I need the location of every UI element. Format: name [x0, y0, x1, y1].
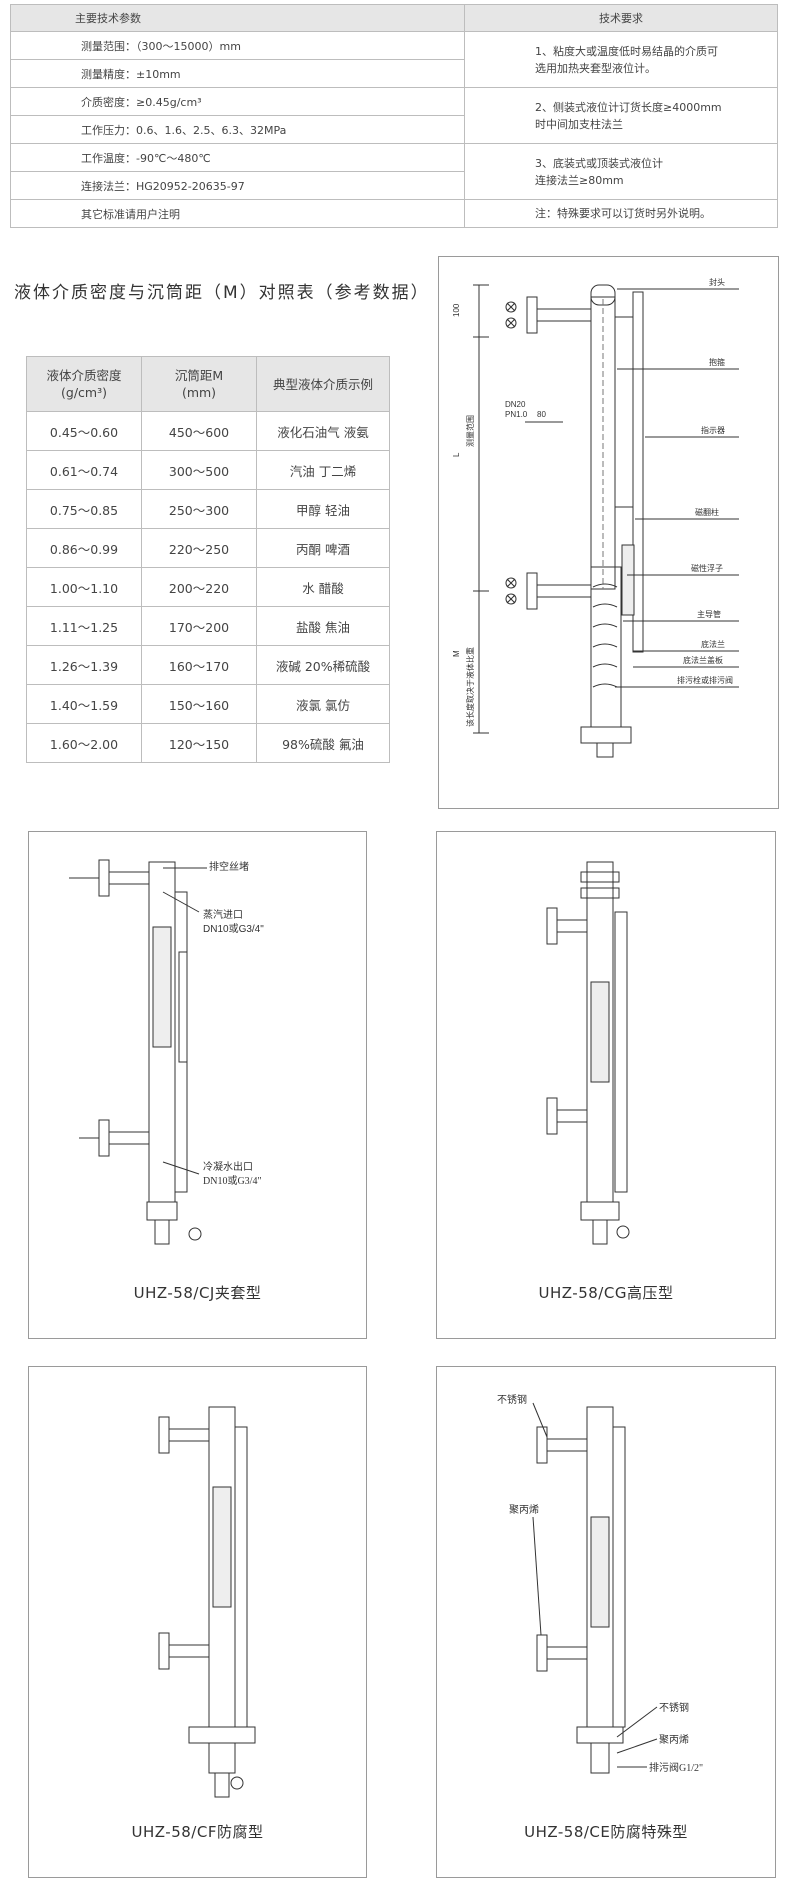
diagram-panel-cg: UHZ-58/CG高压型: [436, 831, 776, 1339]
label-main-tube: 主导管: [697, 609, 721, 619]
label-condensate-outlet: 冷凝水出口: [203, 1160, 253, 1173]
distance-cell: 200～220: [141, 567, 257, 607]
distance-cell: 450～600: [141, 411, 257, 451]
density-cell: 0.75～0.85: [26, 489, 142, 529]
example-cell: 液化石油气 液氨: [256, 411, 390, 451]
distance-cell: 160～170: [141, 645, 257, 685]
label-stainless-bottom: 不锈钢: [659, 1701, 689, 1714]
distance-header: 沉筒距M(mm): [141, 356, 257, 412]
spec-row: 连接法兰：HG20952-20635-97: [10, 171, 465, 200]
diagram-cg: [546, 861, 630, 1245]
label-clamp: 抱箍: [709, 357, 725, 367]
density-cell: 0.61～0.74: [26, 450, 142, 490]
diagram-caption: UHZ-58/CF防腐型: [131, 1823, 264, 1841]
example-cell: 汽油 丁二烯: [256, 450, 390, 490]
distance-cell: 250～300: [141, 489, 257, 529]
density-cell: 1.11～1.25: [26, 606, 142, 646]
diagram-cf: [158, 1406, 256, 1798]
spec-note: 注：特殊要求可以订货时另外说明。: [464, 199, 778, 228]
spec-header-right: 技术要求: [464, 4, 778, 32]
distance-cell: 120～150: [141, 723, 257, 763]
distance-cell: 220～250: [141, 528, 257, 568]
label-stainless-top: 不锈钢: [497, 1393, 527, 1406]
main-diagram-panel: 封头 抱箍 指示器 磁翻柱 磁性浮子 主导管 底法兰 底法兰盖板 排污栓或排污阀…: [438, 256, 779, 809]
label-pn: PN1.0: [505, 410, 528, 419]
density-cell: 1.26～1.39: [26, 645, 142, 685]
label-dn: DN20: [505, 400, 526, 409]
example-cell: 水 醋酸: [256, 567, 390, 607]
label-dim-80: 80: [537, 410, 546, 419]
spec-row: 测量范围：（300～15000）mm: [10, 31, 465, 60]
density-cell: 1.60～2.00: [26, 723, 142, 763]
example-cell: 98%硫酸 氟油: [256, 723, 390, 763]
diagram-panel-cf: UHZ-58/CF防腐型: [28, 1366, 367, 1878]
spec-note: 1、粘度大或温度低时易结晶的介质可选用加热夹套型液位计。: [464, 31, 778, 88]
density-cell: 1.40～1.59: [26, 684, 142, 724]
example-cell: 盐酸 焦油: [256, 606, 390, 646]
section-title: 液体介质密度与沉筒距（M）对照表（参考数据）: [14, 283, 430, 303]
diagram-caption: UHZ-58/CE防腐特殊型: [524, 1823, 688, 1841]
distance-cell: 300～500: [141, 450, 257, 490]
spec-row: 介质密度：≥0.45g/cm³: [10, 87, 465, 116]
label-magnetic-column: 磁翻柱: [695, 507, 719, 517]
diagram-caption: UHZ-58/CG高压型: [538, 1284, 674, 1302]
spec-table: 主要技术参数 技术要求 测量范围：（300～15000）mm 1、粘度大或温度低…: [10, 4, 778, 228]
label-head: 封头: [709, 277, 725, 287]
density-cell: 0.45～0.60: [26, 411, 142, 451]
example-cell: 液碱 20%稀硫酸: [256, 645, 390, 685]
example-header: 典型液体介质示例: [256, 356, 390, 412]
label-indicator: 指示器: [701, 425, 725, 435]
label-polypropylene-bottom: 聚丙烯: [659, 1733, 689, 1746]
label-bottom-flange: 底法兰: [701, 639, 725, 649]
label-dim-100: 100: [452, 303, 461, 317]
spec-row: 工作温度：-90℃～480℃: [10, 143, 465, 172]
diagram-panel-cj: 排空丝堵 蒸汽进口 DN10或G3/4" 冷凝水出口 DN10或G3/4" UH…: [28, 831, 367, 1339]
label-dim-l: L: [452, 452, 461, 457]
density-header: 液体介质密度(g/cm³): [26, 356, 142, 412]
label-bottom-cover: 底法兰盖板: [683, 655, 723, 665]
main-diagram: 封头 抱箍 指示器 磁翻柱 磁性浮子 主导管 底法兰 底法兰盖板 排污栓或排污阀…: [452, 277, 739, 758]
diagram-caption: UHZ-58/CJ夹套型: [133, 1284, 262, 1302]
label-steam-inlet: 蒸汽进口: [203, 908, 243, 921]
example-cell: 甲醇 轻油: [256, 489, 390, 529]
label-condensate-size: DN10或G3/4": [203, 1175, 262, 1187]
spec-row: 其它标准请用户注明: [10, 199, 465, 228]
density-cell: 0.86～0.99: [26, 528, 142, 568]
label-drain-valve: 排污阀G1/2": [649, 1761, 703, 1774]
label-drain: 排污栓或排污阀: [677, 675, 733, 685]
diagram-cj: 排空丝堵 蒸汽进口 DN10或G3/4" 冷凝水出口 DN10或G3/4": [69, 859, 264, 1245]
label-vent-plug: 排空丝堵: [209, 860, 249, 873]
diagram-ce: 不锈钢 聚丙烯 不锈钢 聚丙烯 排污阀G1/2": [497, 1393, 703, 1774]
label-float-note: 该长度取决于液体比重: [465, 647, 475, 727]
spec-row: 工作压力：0.6、1.6、2.5、6.3、32MPa: [10, 115, 465, 144]
distance-cell: 150～160: [141, 684, 257, 724]
label-polypropylene-mid: 聚丙烯: [509, 1503, 539, 1516]
label-steam-size: DN10或G3/4": [203, 923, 264, 935]
label-dim-range: 测量范围: [465, 415, 475, 447]
spec-header-left: 主要技术参数: [10, 4, 465, 32]
density-table: 液体介质密度(g/cm³) 沉筒距M(mm) 典型液体介质示例 0.45～0.6…: [26, 356, 390, 763]
label-magnetic-float: 磁性浮子: [691, 563, 723, 573]
example-cell: 液氯 氯仿: [256, 684, 390, 724]
distance-cell: 170～200: [141, 606, 257, 646]
example-cell: 丙酮 啤酒: [256, 528, 390, 568]
label-dim-m: M: [452, 650, 461, 657]
spec-note: 3、底装式或顶装式液位计连接法兰≥80mm: [464, 143, 778, 200]
density-cell: 1.00～1.10: [26, 567, 142, 607]
diagram-panel-ce: 不锈钢 聚丙烯 不锈钢 聚丙烯 排污阀G1/2" UHZ-58/CE防腐特殊型: [436, 1366, 776, 1878]
spec-row: 测量精度：±10mm: [10, 59, 465, 88]
